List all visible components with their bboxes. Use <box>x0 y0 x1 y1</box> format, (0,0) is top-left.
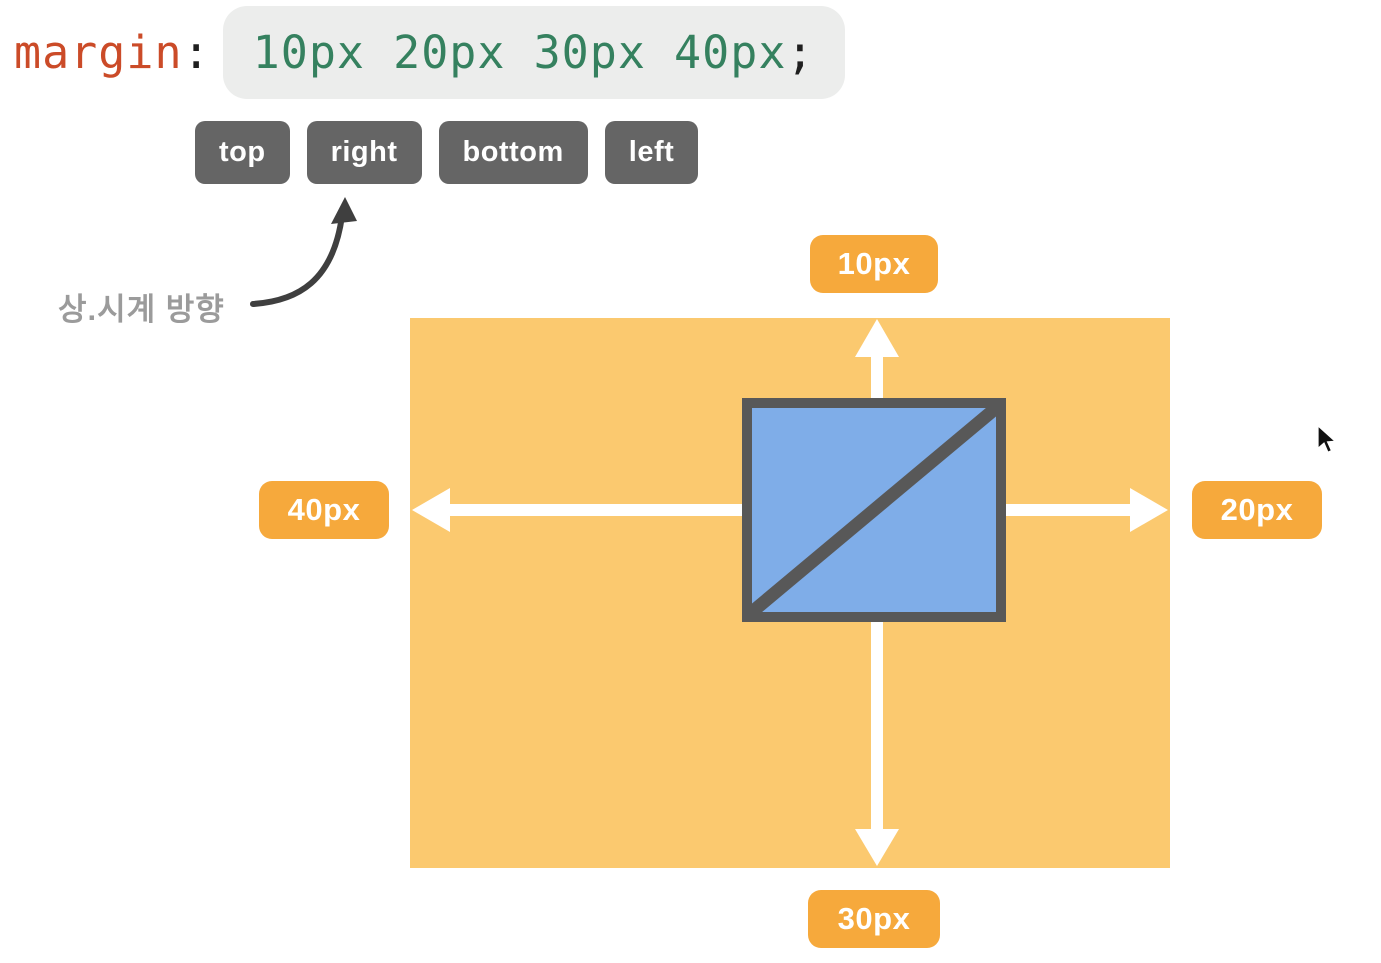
value-order-labels: top right bottom left <box>195 121 699 184</box>
margin-top-badge: 10px <box>810 235 938 293</box>
order-label-left: left <box>604 121 699 184</box>
css-semicolon: ; <box>786 26 815 79</box>
clockwise-annotation-text: 상.시계 방향 <box>58 292 225 327</box>
css-value-highlight-box: 10px 20px 30px 40px; <box>222 6 845 99</box>
margin-left-badge: 40px <box>259 481 389 539</box>
margin-right-badge: 20px <box>1192 481 1322 539</box>
css-property-name: margin <box>14 26 183 79</box>
mouse-pointer-icon <box>1317 424 1338 454</box>
curved-arrow-icon <box>250 197 357 307</box>
order-label-bottom: bottom <box>438 121 588 184</box>
css-property-values: 10px 20px 30px 40px <box>252 26 787 79</box>
css-colon: : <box>182 26 211 79</box>
css-code-snippet: margin: 10px 20px 30px 40px; <box>14 6 845 99</box>
element-diagonal-icon <box>752 408 996 612</box>
order-label-top: top <box>195 121 290 184</box>
order-label-right: right <box>306 121 422 184</box>
element-box <box>742 398 1006 622</box>
margin-bottom-badge: 30px <box>808 890 940 948</box>
